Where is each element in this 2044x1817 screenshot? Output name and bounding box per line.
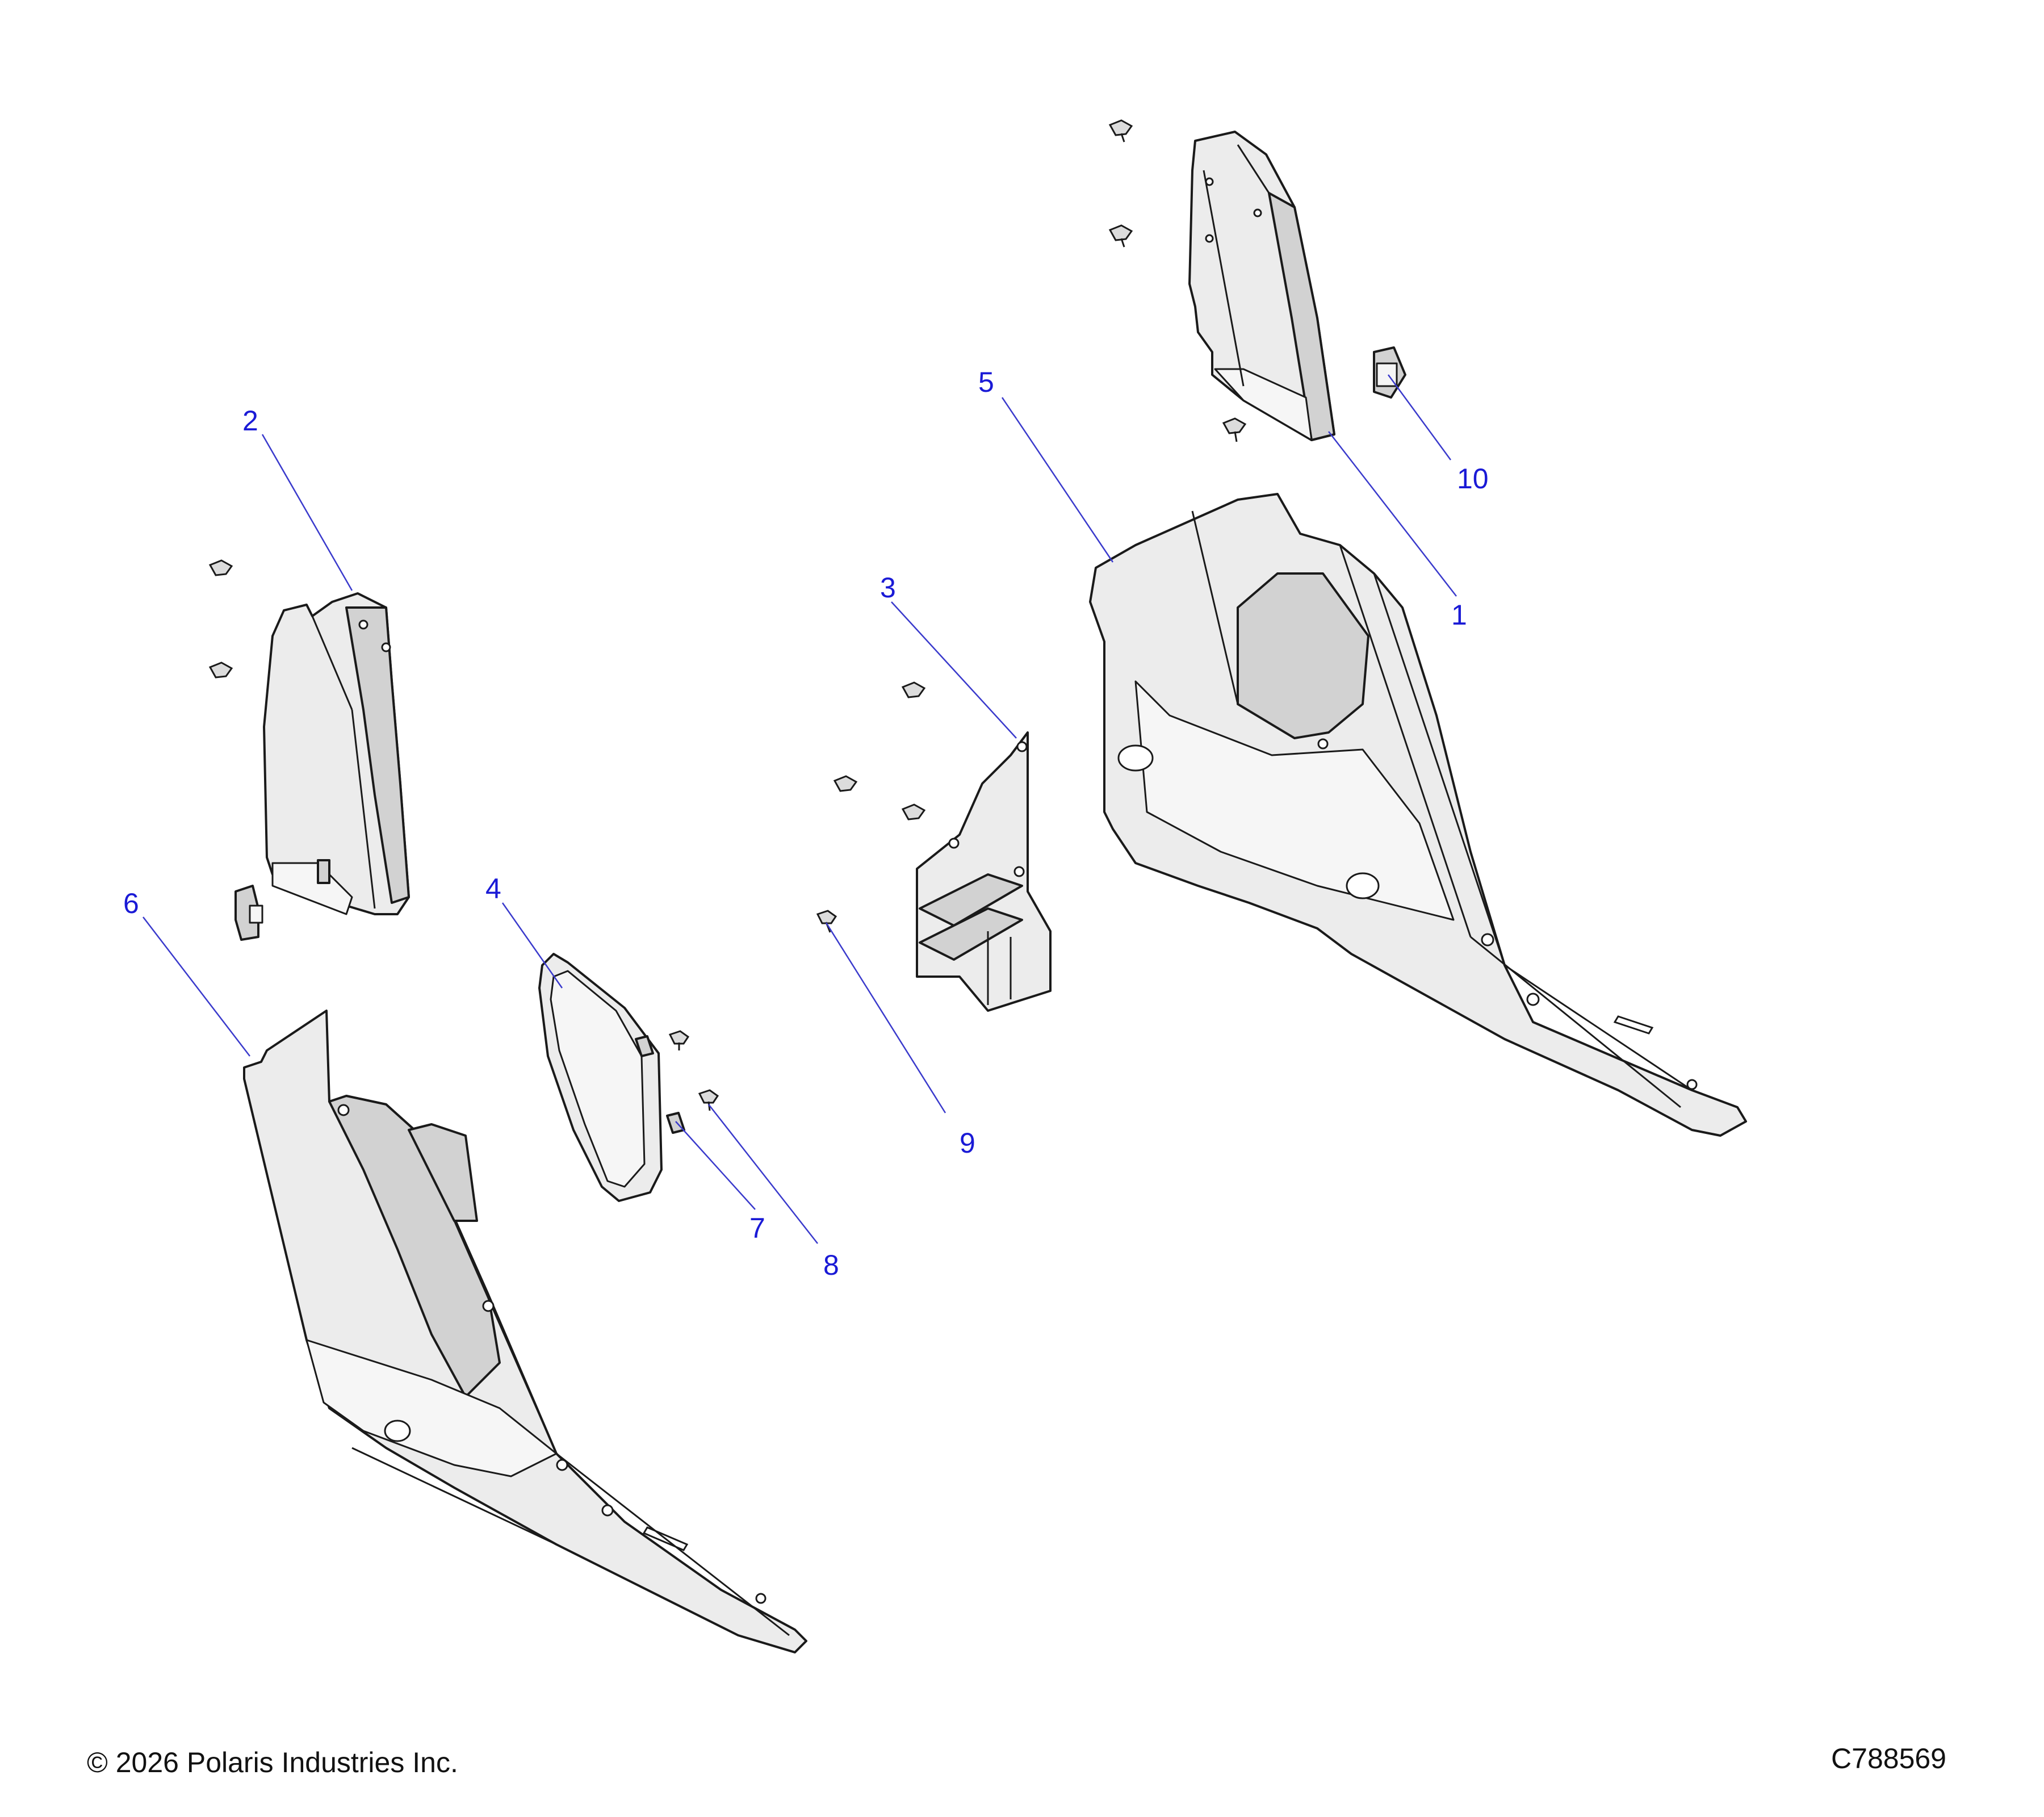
part-7-nut-clip-b[interactable] [666,1112,685,1134]
part-4-pad[interactable] [538,953,663,1202]
copyright-notice: © 2026 Polaris Industries Inc. [87,1747,458,1778]
callout-6[interactable]: 6 [123,887,139,919]
fastener-push-rivet-1a[interactable] [1108,119,1133,143]
drawing-number: C788569 [1831,1743,1946,1774]
fastener-push-rivet-2a[interactable] [208,559,233,576]
leader-line-10 [1387,374,1452,460]
fastener-push-rivet-2b[interactable] [208,662,233,679]
callout-8[interactable]: 8 [823,1249,839,1281]
leader-line-5 [1001,397,1114,563]
fastener-push-rivet-3c[interactable] [901,803,926,820]
leader-line-1 [1328,431,1457,597]
part-6-left-side-panel[interactable] [243,1010,807,1653]
leader-line-9 [825,922,946,1113]
leader-line-8 [708,1104,818,1244]
part-1-upper-right-panel[interactable] [1188,131,1335,441]
callout-2[interactable]: 2 [242,405,258,437]
part-2-upper-left-panel[interactable] [263,592,410,915]
leader-line-2 [261,434,353,591]
clip-left[interactable] [234,885,263,941]
leader-line-3 [891,601,1017,739]
fastener-push-rivet-1b[interactable] [1108,224,1133,248]
fastener-push-rivet-3a[interactable] [901,681,926,698]
fastener-push-rivet-1c[interactable] [1222,417,1247,442]
part-5-right-side-panel[interactable] [1089,493,1747,1137]
part-7-nut-clip-a[interactable] [635,1035,654,1057]
callout-5[interactable]: 5 [978,366,994,398]
fastener-push-rivet-3b[interactable] [833,775,858,792]
callout-3[interactable]: 3 [880,572,896,604]
part-8-screw-b[interactable] [698,1089,719,1111]
callout-1[interactable]: 1 [1451,599,1467,631]
callout-9[interactable]: 9 [960,1127,975,1159]
leader-line-4 [501,902,563,989]
part-8-screw-a[interactable] [668,1030,690,1050]
part-10-clip[interactable] [1373,346,1406,399]
callout-4[interactable]: 4 [485,873,501,905]
fastener-screw-9[interactable] [816,910,837,933]
leader-line-6 [143,916,250,1057]
part-3-center-bracket[interactable] [916,731,1052,1012]
leader-line-7 [675,1121,756,1210]
callout-7[interactable]: 7 [749,1212,765,1244]
callout-10[interactable]: 10 [1457,463,1489,495]
